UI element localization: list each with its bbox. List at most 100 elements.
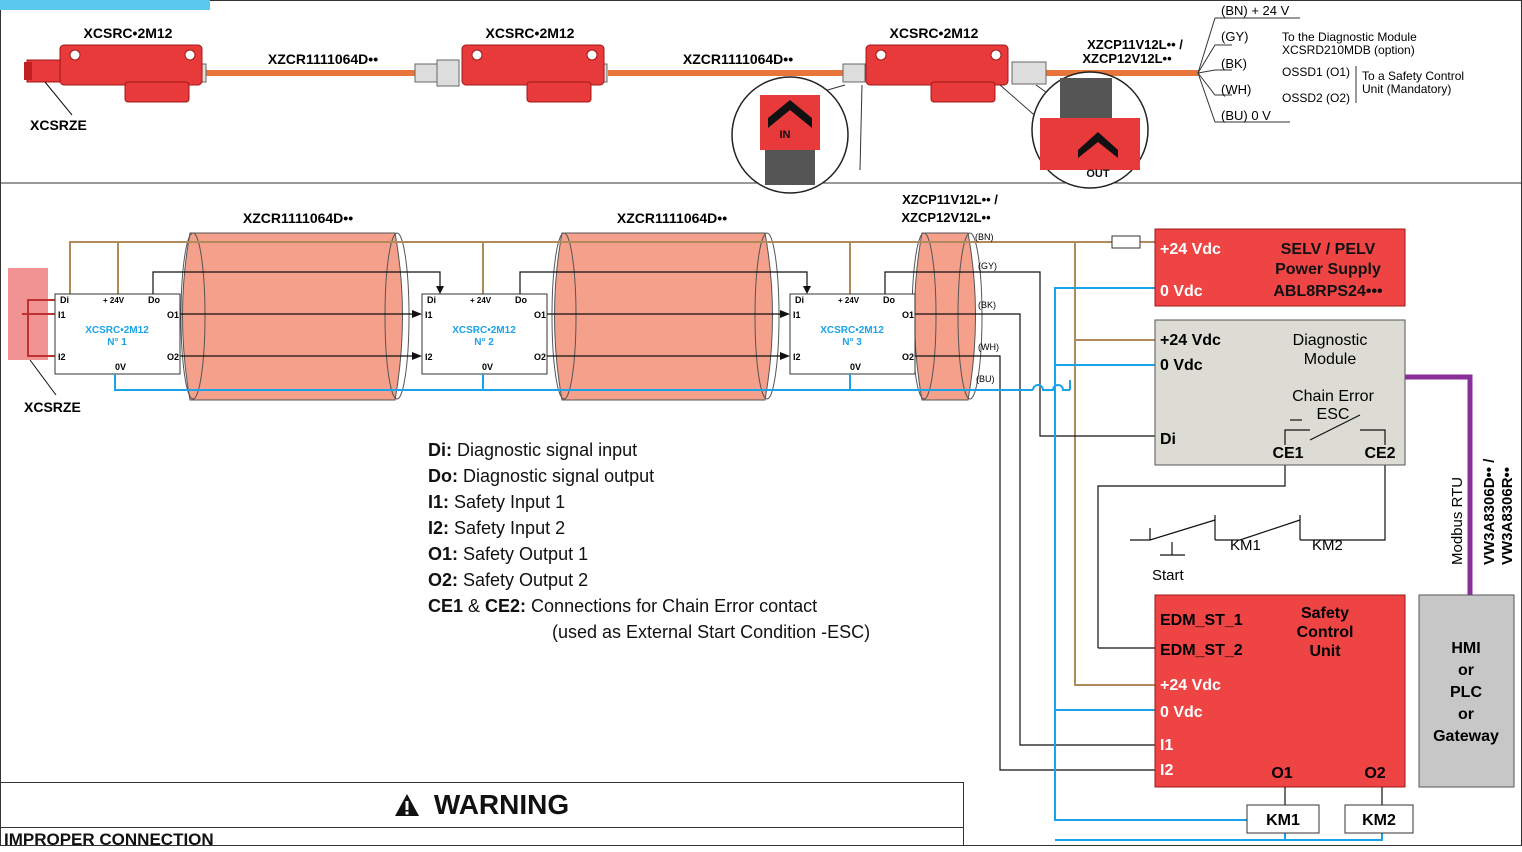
- scu-plus: +24 Vdc: [1160, 677, 1221, 694]
- hmi-l1: HMI: [1451, 640, 1480, 657]
- terminator-plug: [26, 59, 64, 83]
- km2-contact-label: KM2: [1312, 537, 1343, 554]
- module-v24: + 24V: [838, 296, 860, 305]
- module-di: Di: [427, 295, 436, 305]
- module-o2: O2: [902, 352, 914, 362]
- cable-2-label: XZCR1111064D••: [683, 51, 793, 67]
- module-i2: I2: [58, 352, 66, 362]
- gy-desc-1: To the Diagnostic Module: [1282, 30, 1417, 44]
- module-0v: 0V: [850, 362, 861, 372]
- safety-control-unit: [1154, 594, 1406, 788]
- gy-desc-2: XCSRD210MDB (option): [1282, 43, 1415, 57]
- ps-zero: 0 Vdc: [1160, 283, 1203, 300]
- wire-bn-label: (BN) + 24 V: [1221, 3, 1290, 18]
- relay-km2-label: KM2: [1362, 812, 1396, 829]
- sensor-2-label: XCSRC•2M12: [486, 25, 575, 41]
- ps-title-2: Power Supply: [1275, 261, 1381, 278]
- in-magnifier: IN: [731, 76, 849, 194]
- dm-ce1: CE1: [1272, 445, 1303, 462]
- scu-i2: I2: [1160, 762, 1173, 779]
- hmi-l3: PLC: [1450, 684, 1482, 701]
- scu-o2: O2: [1364, 765, 1385, 782]
- out-magnifier: OUT: [1031, 71, 1149, 189]
- module-2: [421, 293, 548, 375]
- chevron-up-arrow-icon: [768, 100, 812, 128]
- sensor-3-label: XCSRC•2M12: [890, 25, 979, 41]
- module-i2: I2: [425, 352, 433, 362]
- tag-gy: (GY): [978, 261, 997, 271]
- module-do: Do: [883, 295, 895, 305]
- power-supply: [1154, 228, 1406, 307]
- dm-di: Di: [1160, 431, 1176, 448]
- sensor-1-label: XCSRC•2M12: [84, 25, 173, 41]
- module-3: [789, 293, 916, 375]
- module-di: Di: [60, 295, 69, 305]
- out-label: OUT: [1086, 168, 1110, 180]
- chevron-up-arrow-icon: [1078, 132, 1118, 158]
- module-0v: 0V: [482, 362, 493, 372]
- hmi-l4: or: [1458, 706, 1474, 723]
- start-label: Start: [1152, 567, 1185, 584]
- module-o2: O2: [534, 352, 546, 362]
- scu-edm1: EDM_ST_1: [1160, 612, 1243, 629]
- scu-title-3: Unit: [1309, 643, 1341, 660]
- ps-title-1: SELV / PELV: [1281, 241, 1376, 258]
- legend-row: I1: Safety Input 1: [428, 492, 566, 512]
- module-number: N° 1: [107, 337, 127, 348]
- module-i1: I1: [58, 310, 66, 320]
- tag-wh: (WH): [978, 342, 999, 352]
- scu-i1: I1: [1160, 737, 1173, 754]
- scu-edm2: EDM_ST_2: [1160, 642, 1243, 659]
- warning-triangle-icon: [394, 794, 419, 816]
- ps-title-3: ABL8RPS24•••: [1273, 283, 1383, 300]
- scu-zero: 0 Vdc: [1160, 704, 1203, 721]
- terminator-label: XCSRZE: [30, 117, 87, 133]
- module-o2: O2: [167, 352, 179, 362]
- module-o1: O1: [167, 310, 179, 320]
- legend-row: I2: Safety Input 2: [428, 518, 566, 538]
- ps-plus: +24 Vdc: [1160, 241, 1221, 258]
- schem-cable-1-label: XZCR1111064D••: [243, 210, 353, 226]
- warning-box: WARNING IMPROPER CONNECTION: [0, 782, 964, 849]
- dm-chain-1: Chain Error: [1292, 388, 1374, 405]
- cable-1-label: XZCR1111064D••: [268, 51, 378, 67]
- relay-km1-label: KM1: [1266, 812, 1300, 829]
- modbus-cable: [1405, 374, 1473, 595]
- warning-subtitle: IMPROPER CONNECTION: [4, 830, 214, 849]
- sensor-1: [59, 44, 203, 103]
- bk-desc: OSSD1 (O1): [1282, 65, 1350, 79]
- end-cable: [1046, 70, 1198, 76]
- module-0v: 0V: [115, 362, 126, 372]
- end-cable-label-1: XZCP11V12L•• /: [1087, 37, 1183, 52]
- module-v24: + 24V: [470, 296, 492, 305]
- dm-chain-2: ESC: [1317, 406, 1350, 423]
- schem-end-cable-1: XZCP11V12L•• /: [902, 192, 998, 207]
- module-1: [54, 293, 181, 375]
- module-i2: I2: [793, 352, 801, 362]
- km1-contact-label: KM1: [1230, 537, 1261, 554]
- module-name: XCSRC•2M12: [820, 325, 884, 336]
- wire-gy-label: (GY): [1221, 29, 1248, 44]
- tag-bu: (BU): [976, 374, 995, 384]
- dm-ce2: CE2: [1364, 445, 1395, 462]
- corner-tab: [0, 0, 210, 10]
- safety-desc-1: To a Safety Control: [1362, 69, 1464, 83]
- schem-end-cable-2: XZCP12V12L••: [901, 210, 991, 225]
- relay-km2: [1344, 804, 1414, 834]
- module-i1: I1: [793, 310, 801, 320]
- scu-title-1: Safety: [1301, 605, 1349, 622]
- in-label: IN: [780, 129, 791, 141]
- schem-cable-2-label: XZCR1111064D••: [617, 210, 727, 226]
- cable-2: [608, 70, 843, 76]
- modbus-cable-1: VW3A8306D•• /: [1481, 458, 1498, 565]
- scu-title-2: Control: [1297, 624, 1354, 641]
- diagnostic-module: [1154, 319, 1406, 466]
- fuse: [1111, 235, 1141, 249]
- module-name: XCSRC•2M12: [452, 325, 516, 336]
- wire-bk-label: (BK): [1221, 56, 1247, 71]
- modbus-cable-2: VW3A8306R••: [1499, 467, 1516, 565]
- relay-km1: [1246, 804, 1320, 834]
- module-do: Do: [148, 295, 160, 305]
- dm-zero: 0 Vdc: [1160, 357, 1203, 374]
- tag-bn: (BN): [975, 232, 994, 242]
